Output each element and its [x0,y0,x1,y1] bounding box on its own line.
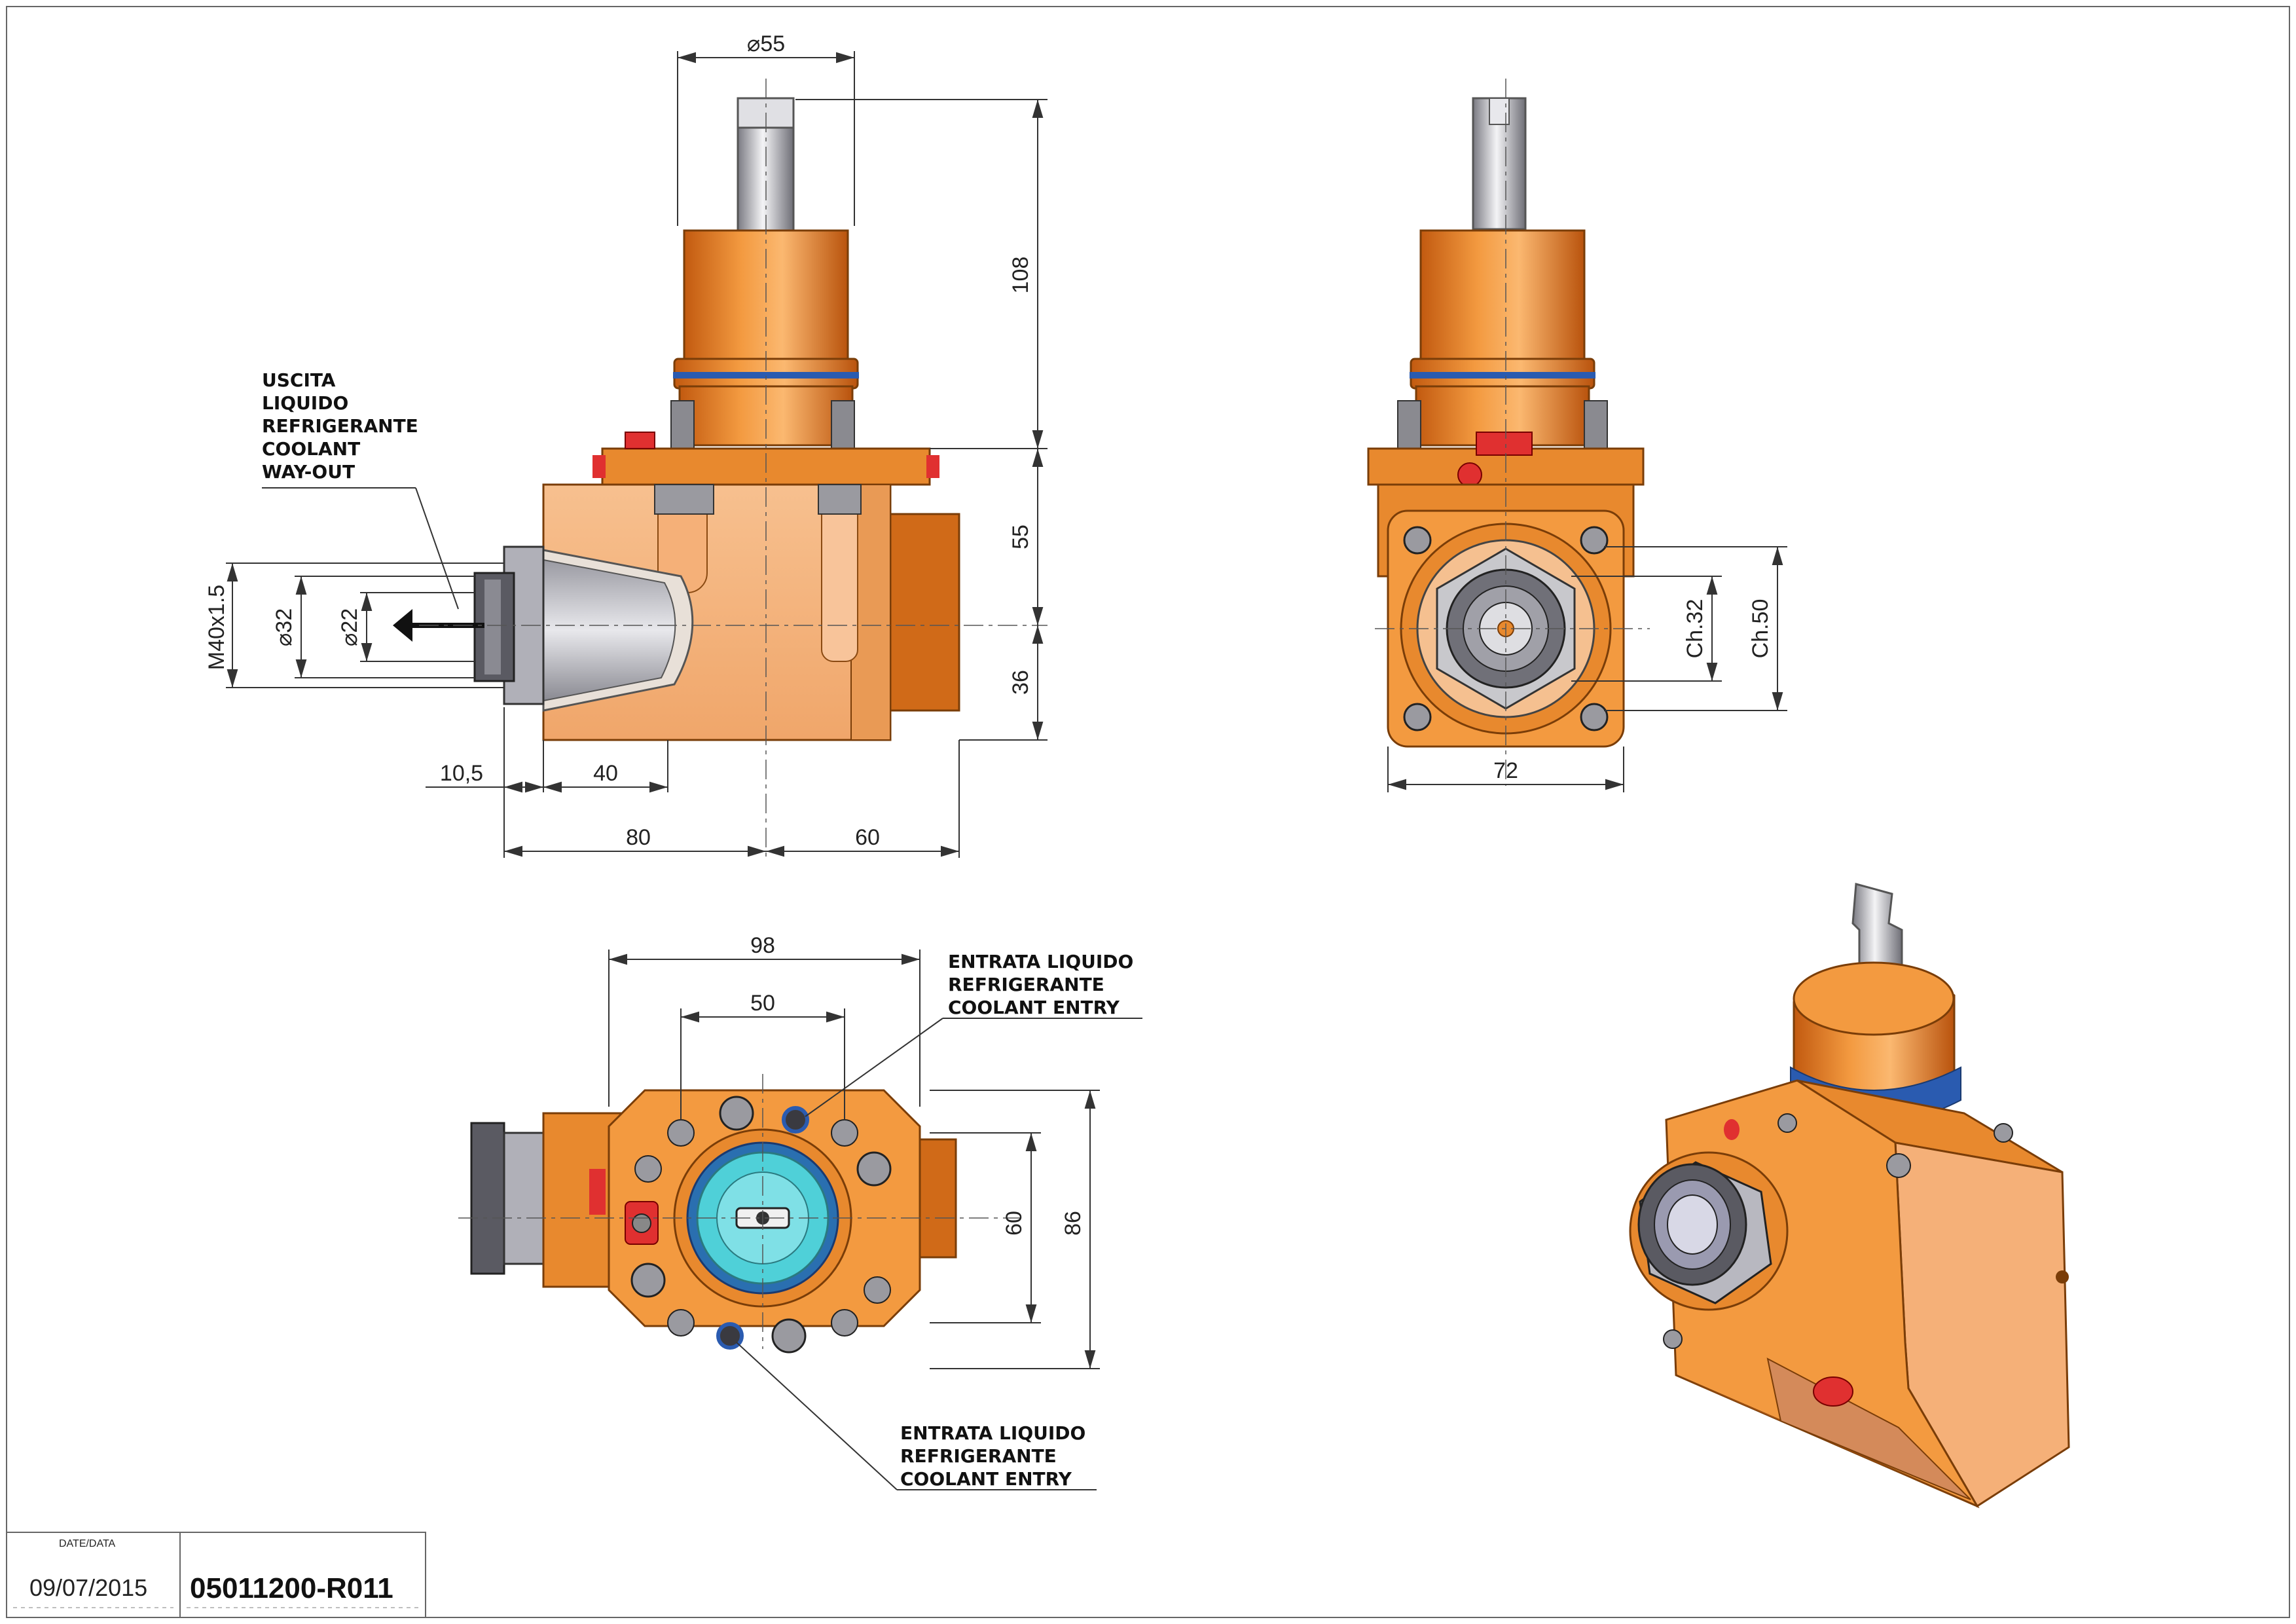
dim-diam-32: ⌀32 [272,608,297,646]
top-view [458,1074,1021,1354]
dim-60-horizontal: 60 [855,825,880,850]
date-label: DATE/DATA [59,1538,116,1549]
dim-60-vertical: 60 [1002,1211,1027,1236]
dim-72: 72 [1493,758,1518,783]
dim-40: 40 [593,761,618,786]
svg-text:REFRIGERANTE: REFRIGERANTE [262,415,418,437]
front-view-dimensions: 72 Ch.32 Ch.50 [1387,546,1787,792]
svg-text:ENTRATA LIQUIDO: ENTRATA LIQUIDO [900,1422,1085,1444]
drawing-date: 09/07/2015 [29,1574,147,1601]
dim-108: 108 [1008,257,1033,294]
dim-thread: M40x1.5 [204,585,229,670]
svg-text:COOLANT ENTRY: COOLANT ENTRY [900,1468,1072,1490]
dim-diam-55: ⌀55 [747,31,785,56]
dim-86: 86 [1061,1211,1085,1236]
svg-text:LIQUIDO: LIQUIDO [262,392,348,414]
svg-text:WAY-OUT: WAY-OUT [262,461,355,483]
drawing-code: 05011200-R011 [190,1572,393,1604]
side-view-dimensions: ⌀55 108 55 36 M40x1.5 ⌀32 ⌀22 10,5 40 [204,31,1048,858]
side-view [393,79,1048,858]
coolant-entry-note-bottom: ENTRATA LIQUIDO REFRIGERANTE COOLANT ENT… [736,1342,1097,1490]
svg-text:COOLANT: COOLANT [262,438,360,460]
dim-98: 98 [750,933,775,958]
title-block: DATE/DATA 09/07/2015 05011200-R011 [6,1532,426,1618]
isometric-view [1629,883,2070,1509]
page-border [6,6,2290,1618]
coolant-way-out-note: USCITA LIQUIDO REFRIGERANTE COOLANT WAY-… [262,369,459,610]
svg-text:COOLANT ENTRY: COOLANT ENTRY [948,997,1120,1018]
svg-text:REFRIGERANTE: REFRIGERANTE [900,1445,1057,1467]
top-view-dimensions: 98 50 60 86 [608,933,1100,1369]
svg-text:ENTRATA LIQUIDO: ENTRATA LIQUIDO [948,951,1133,972]
front-view [1367,79,1650,786]
dim-ch-32: Ch.32 [1683,599,1707,659]
dim-50: 50 [750,991,775,1016]
dim-diam-22: ⌀22 [337,608,362,646]
dim-80: 80 [626,825,651,850]
svg-text:USCITA: USCITA [262,369,336,391]
coolant-entry-note-top: ENTRATA LIQUIDO REFRIGERANTE COOLANT ENT… [805,951,1142,1117]
dim-10-5: 10,5 [440,761,483,786]
dim-ch-50: Ch.50 [1748,599,1773,659]
dim-36: 36 [1008,670,1033,695]
svg-text:REFRIGERANTE: REFRIGERANTE [948,974,1104,995]
dim-55-vertical: 55 [1008,525,1033,549]
